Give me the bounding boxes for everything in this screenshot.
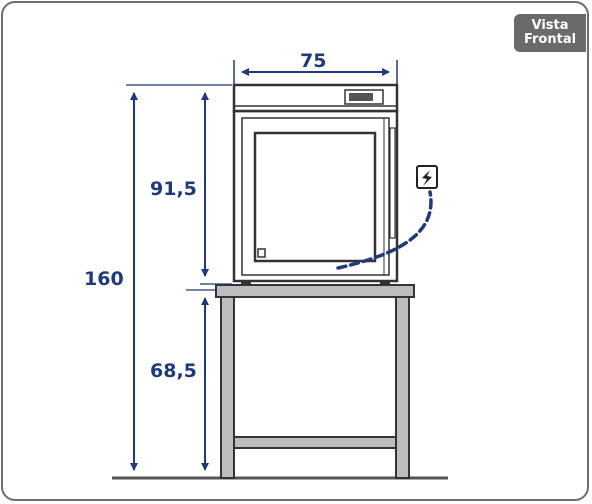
view-label-line1: Vista bbox=[531, 18, 569, 33]
width-dimension bbox=[233, 60, 398, 84]
machine-height-label: 91,5 bbox=[150, 178, 197, 200]
machine-door bbox=[253, 131, 377, 263]
stand-height-label: 68,5 bbox=[150, 360, 197, 382]
control-panel bbox=[232, 83, 399, 113]
stand-crossbar bbox=[233, 436, 397, 449]
power-cable bbox=[336, 190, 433, 270]
machine-side-handle bbox=[389, 127, 396, 239]
stand bbox=[215, 284, 415, 479]
door-latch bbox=[257, 248, 266, 258]
stand-leg-left bbox=[220, 296, 235, 479]
total-height-dimension bbox=[126, 84, 232, 471]
machine-body bbox=[232, 109, 399, 283]
stand-top bbox=[215, 284, 415, 298]
stand-height-dimension bbox=[186, 289, 216, 471]
machine-height-dimension bbox=[200, 92, 232, 285]
view-label-line2: Frontal bbox=[523, 32, 577, 47]
machine-foot-right bbox=[380, 280, 390, 285]
display-screen-inner bbox=[349, 93, 373, 101]
machine-foot-left bbox=[241, 280, 251, 285]
lightning-bolt-icon bbox=[416, 165, 438, 189]
view-label-badge: Vista Frontal bbox=[514, 14, 586, 52]
total-height-label: 160 bbox=[84, 268, 124, 290]
stand-leg-right bbox=[395, 296, 410, 479]
width-label: 75 bbox=[300, 50, 327, 72]
